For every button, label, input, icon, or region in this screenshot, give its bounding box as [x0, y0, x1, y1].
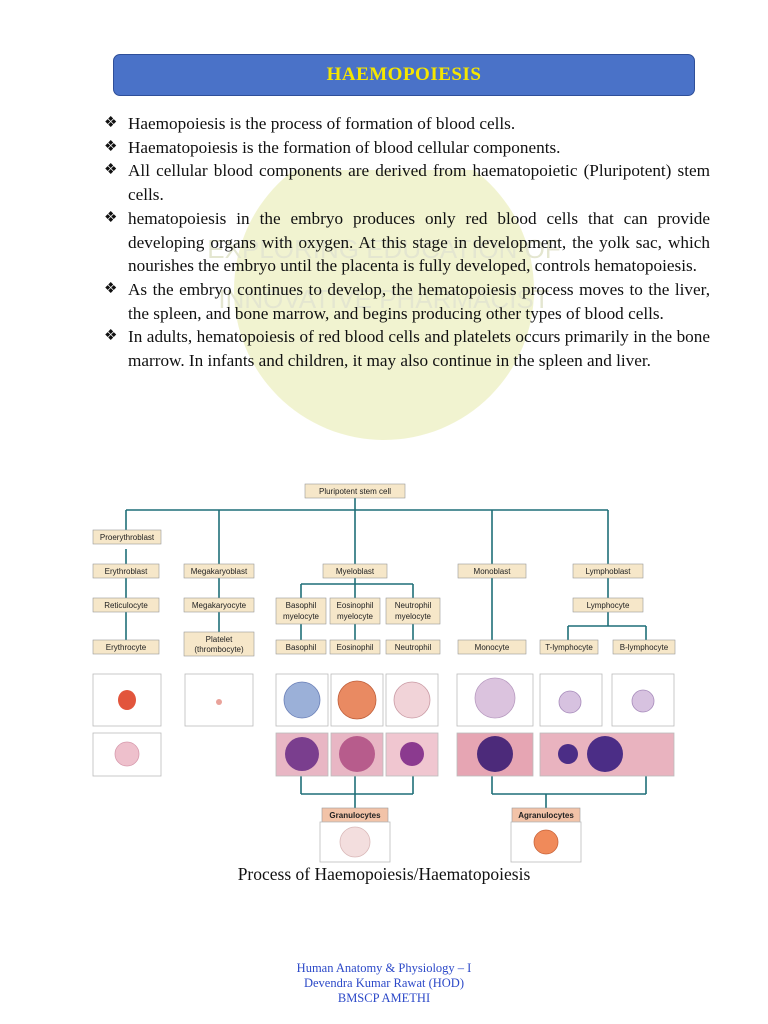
granulocytes-label: Granulocytes	[329, 811, 381, 820]
diamond-bullet-icon: ❖	[104, 328, 118, 345]
basophil-myelocyte-label: Basophil	[286, 601, 317, 610]
cell-micrographs-row2	[92, 732, 675, 777]
eosinophil-label: Eosinophil	[337, 643, 374, 652]
basophil-myelocyte-label-2: myelocyte	[283, 612, 320, 621]
bullet-item: ❖ Haemopoiesis is the process of formatio…	[104, 112, 710, 136]
diamond-bullet-icon: ❖	[104, 209, 118, 226]
bullet-text: Haemopoiesis is the process of formation…	[128, 114, 516, 133]
diamond-bullet-icon: ❖	[104, 162, 118, 179]
diamond-bullet-icon: ❖	[104, 138, 118, 155]
page-title: HAEMOPOIESIS	[326, 64, 482, 85]
page-footer: Human Anatomy & Physiology – I Devendra …	[0, 961, 768, 1006]
cell-illustrations-row1	[92, 673, 675, 727]
group-samples	[319, 821, 582, 863]
title-banner: HAEMOPOIESIS	[113, 54, 695, 96]
erythrocyte-label: Erythrocyte	[106, 643, 147, 652]
neutrophil-myelocyte-label-2: myelocyte	[395, 612, 432, 621]
bullet-list: ❖ Haemopoiesis is the process of formatio…	[104, 112, 710, 373]
platelet-label: Platelet	[206, 635, 233, 644]
bullet-item: ❖ All cellular blood components are deriv…	[104, 159, 710, 206]
bullet-item: ❖ hematopoiesis in the embryo produces on…	[104, 207, 710, 278]
reticulocyte-label: Reticulocyte	[104, 601, 148, 610]
agranulocytes-label: Agranulocytes	[518, 811, 574, 820]
diamond-bullet-icon: ❖	[104, 115, 118, 131]
eosinophil-myelocyte-label-2: myelocyte	[337, 612, 374, 621]
bullet-item: ❖ Haematopoiesis is the formation of bloo…	[104, 136, 710, 160]
bullet-text: In adults, hematopoiesis of red blood ce…	[128, 327, 710, 371]
proerythroblast-label: Proerythroblast	[100, 533, 155, 542]
bullet-text: As the embryo continues to develop, the …	[128, 279, 710, 323]
thrombocyte-label: (thrombocyte)	[194, 645, 244, 654]
bullet-item: ❖ As the embryo continues to develop, the…	[104, 278, 710, 325]
neutrophil-myelocyte-label: Neutrophil	[395, 601, 432, 610]
label-boxes: Pluripotent stem cell Proerythroblast Er…	[92, 483, 676, 823]
megakaryoblast-label: Megakaryoblast	[191, 567, 248, 576]
diamond-bullet-icon: ❖	[104, 280, 118, 297]
erythrocyte-micrograph	[92, 732, 162, 777]
erythroblast-label: Erythroblast	[105, 567, 148, 576]
bullet-text: Haematopoiesis is the formation of blood…	[128, 137, 561, 157]
footer-line-course: Human Anatomy & Physiology – I	[296, 961, 472, 975]
bullet-item: ❖ In adults, hematopoiesis of red blood c…	[104, 325, 710, 372]
basophil-label: Basophil	[286, 643, 317, 652]
bullet-text: hematopoiesis in the embryo produces onl…	[128, 208, 710, 276]
myeloblast-label: Myeloblast	[336, 567, 375, 576]
haemopoiesis-diagram: Pluripotent stem cell Proerythroblast Er…	[92, 483, 676, 863]
root-label: Pluripotent stem cell	[319, 487, 391, 496]
connector-lines	[125, 498, 647, 808]
bullet-text: All cellular blood components are derive…	[128, 161, 710, 205]
figure-caption: Process of Haemopoiesis/Haematopoiesis	[237, 864, 531, 884]
footer-line-institution: BMSCP AMETHI	[337, 991, 431, 1005]
b-lymphocyte-label: B-lymphocyte	[620, 643, 669, 652]
eosinophil-myelocyte-label: Eosinophil	[337, 601, 374, 610]
megakaryocyte-label: Megakaryocyte	[192, 601, 247, 610]
monoblast-label: Monoblast	[474, 567, 512, 576]
footer-line-author: Devendra Kumar Rawat (HOD)	[303, 976, 464, 990]
lymphoblast-label: Lymphoblast	[585, 567, 631, 576]
t-lymphocyte-label: T-lymphocyte	[545, 643, 593, 652]
monocyte-label: Monocyte	[475, 643, 510, 652]
lymphocyte-label: Lymphocyte	[587, 601, 630, 610]
neutrophil-label: Neutrophil	[395, 643, 432, 652]
